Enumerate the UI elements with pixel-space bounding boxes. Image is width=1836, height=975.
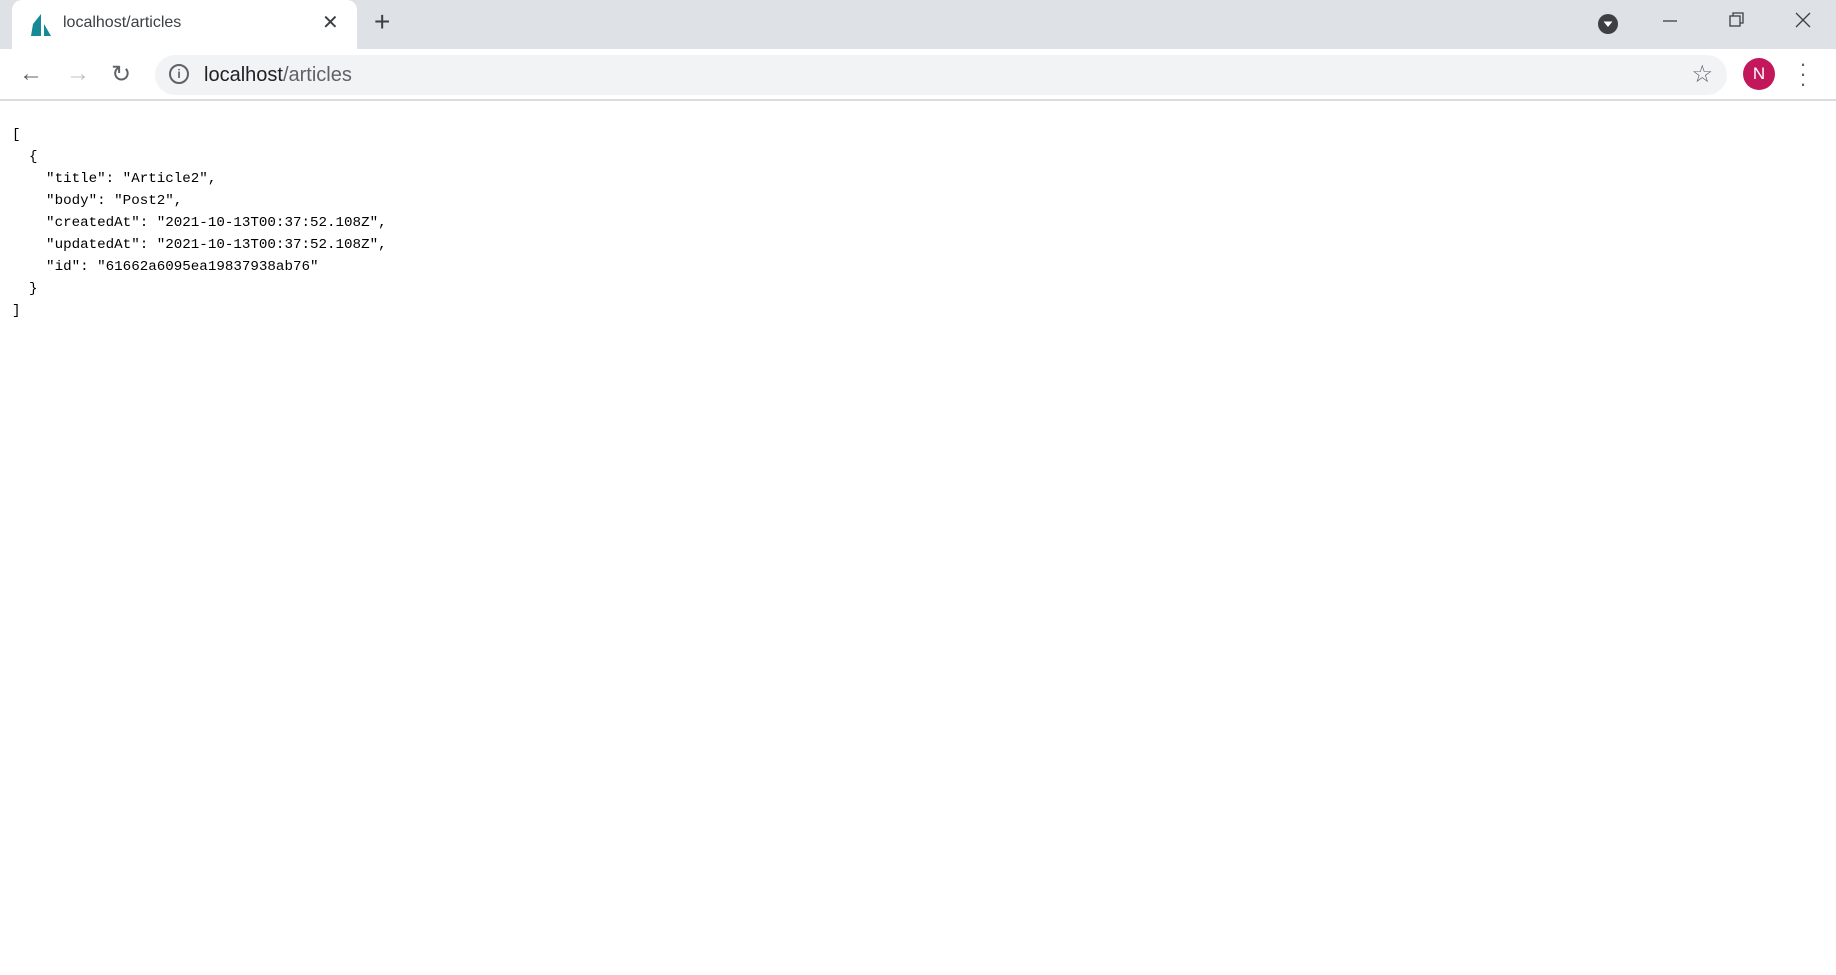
tab-strip: localhost/articles ✕ + [0, 0, 1836, 49]
close-window-icon[interactable] [1795, 12, 1811, 28]
address-bar[interactable]: i localhost/articles ☆ [155, 55, 1727, 95]
url-host: localhost [204, 64, 283, 86]
forward-icon[interactable]: → [66, 60, 90, 87]
restore-icon[interactable] [1729, 12, 1745, 28]
tab-search-icon[interactable] [1597, 13, 1619, 35]
reload-icon[interactable]: ↻ [111, 61, 132, 88]
browser-toolbar: ← → ↻ i localhost/articles ☆ N ··· [0, 49, 1836, 101]
new-tab-button[interactable]: + [374, 6, 391, 37]
more-menu-icon[interactable]: ··· [1799, 51, 1807, 96]
site-info-icon[interactable]: i [169, 64, 189, 84]
tab-title: localhost/articles [63, 14, 182, 31]
json-response-body: [ { "title": "Article2", "body": "Post2"… [12, 127, 387, 319]
minimize-icon[interactable] [1662, 14, 1678, 30]
tab-close-icon[interactable]: ✕ [322, 12, 339, 34]
site-favicon-icon [31, 14, 51, 36]
address-url[interactable]: localhost/articles [204, 64, 352, 87]
url-path: /articles [282, 64, 352, 86]
back-icon[interactable]: ← [19, 60, 43, 87]
tab-active[interactable]: localhost/articles ✕ [12, 0, 357, 49]
bookmark-star-icon[interactable]: ☆ [1691, 61, 1713, 88]
profile-avatar[interactable]: N [1743, 58, 1775, 90]
